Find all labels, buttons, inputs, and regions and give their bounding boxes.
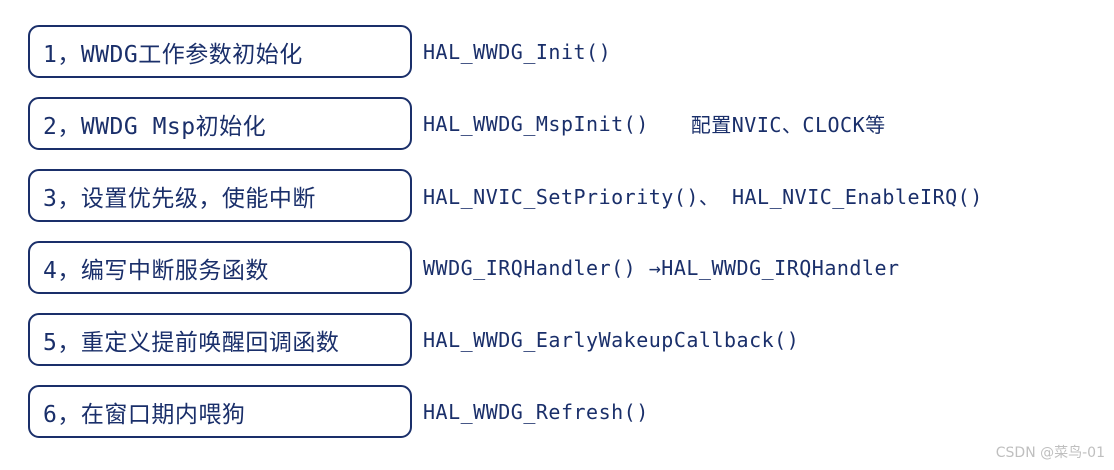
step-box-label: 5，重定义提前唤醒回调函数 — [43, 329, 340, 356]
step-box-label: 6，在窗口期内喂狗 — [43, 401, 246, 428]
step-code-area: HAL_WWDG_MspInit() 配置NVIC、CLOCK等 — [423, 97, 886, 150]
step-row: 5，重定义提前唤醒回调函数 HAL_WWDG_EarlyWakeupCallba… — [28, 313, 1114, 366]
step-note: 配置NVIC、CLOCK等 — [690, 113, 886, 137]
hal-function-label: HAL_WWDG_Init() — [423, 39, 612, 64]
step-row: 6，在窗口期内喂狗 HAL_WWDG_Refresh() — [28, 385, 1114, 438]
hal-function-label: WWDG_IRQHandler() →HAL_WWDG_IRQHandler — [423, 255, 900, 280]
step-code-area: HAL_NVIC_SetPriority()、 HAL_NVIC_EnableI… — [423, 169, 983, 222]
step-box-label: 2，WWDG Msp初始化 — [43, 113, 267, 140]
hal-function-label: HAL_NVIC_SetPriority()、 HAL_NVIC_EnableI… — [423, 185, 983, 209]
step-box-6: 6，在窗口期内喂狗 — [28, 385, 412, 438]
wwdg-steps-diagram: 1，WWDG工作参数初始化 HAL_WWDG_Init() 2，WWDG Msp… — [28, 25, 1114, 457]
step-box-1: 1，WWDG工作参数初始化 — [28, 25, 412, 78]
step-box-5: 5，重定义提前唤醒回调函数 — [28, 313, 412, 366]
step-box-2: 2，WWDG Msp初始化 — [28, 97, 412, 150]
hal-function-label: HAL_WWDG_MspInit() — [423, 111, 649, 136]
step-code-area: WWDG_IRQHandler() →HAL_WWDG_IRQHandler — [423, 241, 900, 294]
step-code-area: HAL_WWDG_EarlyWakeupCallback() — [423, 313, 799, 366]
hal-function-label: HAL_WWDG_Refresh() — [423, 399, 649, 424]
step-box-label: 3，设置优先级，使能中断 — [43, 185, 316, 212]
csdn-watermark: CSDN @菜鸟-01 — [995, 445, 1105, 461]
step-row: 2，WWDG Msp初始化 HAL_WWDG_MspInit() 配置NVIC、… — [28, 97, 1114, 150]
step-row: 4，编写中断服务函数 WWDG_IRQHandler() →HAL_WWDG_I… — [28, 241, 1114, 294]
step-box-4: 4，编写中断服务函数 — [28, 241, 412, 294]
step-box-label: 4，编写中断服务函数 — [43, 257, 269, 284]
hal-function-label: HAL_WWDG_EarlyWakeupCallback() — [423, 327, 800, 352]
step-code-area: HAL_WWDG_Init() — [423, 25, 611, 78]
step-box-3: 3，设置优先级，使能中断 — [28, 169, 412, 222]
step-code-area: HAL_WWDG_Refresh() — [423, 385, 649, 438]
step-row: 1，WWDG工作参数初始化 HAL_WWDG_Init() — [28, 25, 1114, 78]
step-box-label: 1，WWDG工作参数初始化 — [43, 41, 303, 68]
step-row: 3，设置优先级，使能中断 HAL_NVIC_SetPriority()、 HAL… — [28, 169, 1114, 222]
